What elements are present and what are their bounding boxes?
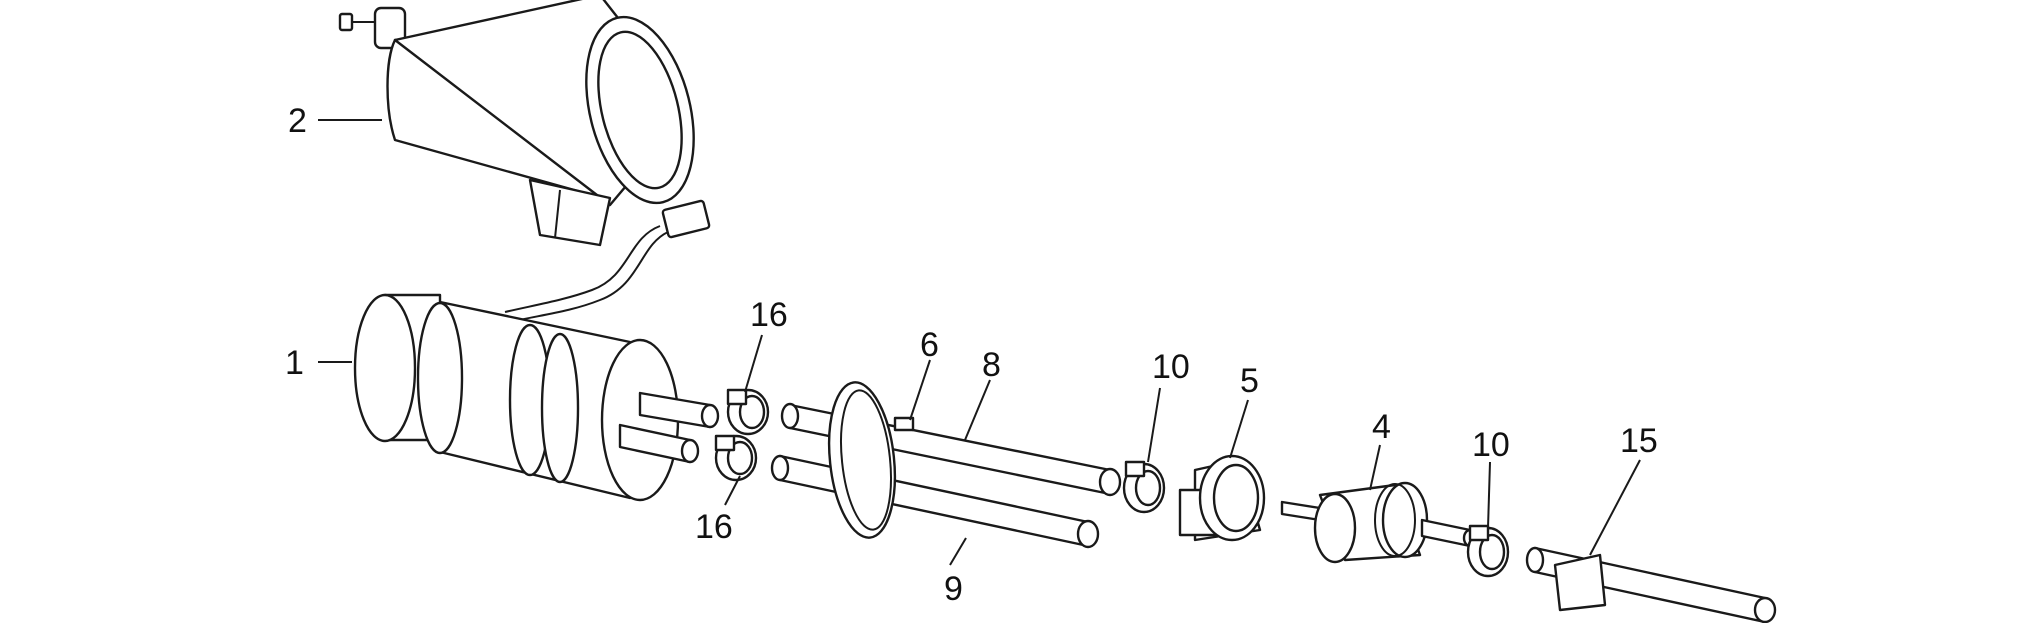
callout-16-upper: 16 [750,296,788,334]
leader-lines [318,119,1641,566]
callout-9: 9 [944,570,963,608]
wire-harness [504,199,711,323]
part-10-clamp-b [1466,524,1510,578]
part-10-clamp-a [1122,460,1166,514]
part-1-pump-body [353,293,720,502]
callout-2: 2 [288,102,307,140]
callout-1: 1 [285,344,304,382]
callout-10-second: 10 [1472,426,1510,464]
part-2-pump-housing [338,0,695,247]
part-5-filter-cup [1178,454,1266,542]
part-16-clamp-upper [726,388,770,436]
callout-6: 6 [920,326,939,364]
callout-4: 4 [1372,408,1391,446]
callout-8: 8 [982,346,1001,384]
callout-15: 15 [1620,422,1658,460]
callout-10-first: 10 [1152,348,1190,386]
part-16-clamp-lower [714,434,758,482]
part-4-inline-filter [1280,481,1478,564]
part-6-ring [827,381,915,539]
part-15-outlet-hose [1525,546,1777,623]
callout-16-lower: 16 [695,508,733,546]
callout-5: 5 [1240,362,1259,400]
